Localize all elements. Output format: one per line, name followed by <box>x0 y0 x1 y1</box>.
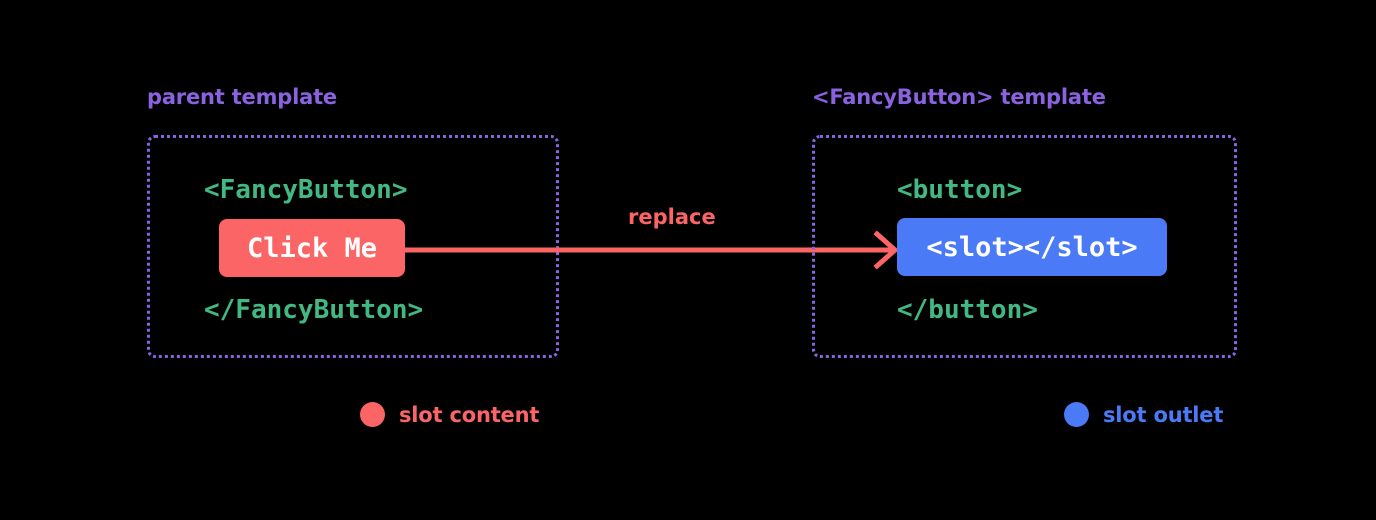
replace-arrow-label: replace <box>628 205 716 229</box>
legend-item-slot-outlet: slot outlet <box>1064 402 1223 427</box>
code-line-fancybutton-open: <FancyButton> <box>204 175 408 205</box>
legend-item-slot-content: slot content <box>360 402 539 427</box>
legend-label-slot-outlet: slot outlet <box>1103 402 1224 427</box>
code-line-button-open: <button> <box>897 175 1023 205</box>
code-line-button-close: </button> <box>897 295 1038 325</box>
slot-content-chip: Click Me <box>219 219 405 277</box>
legend-dot-slot-outlet-icon <box>1064 402 1089 427</box>
legend-label-slot-content: slot content <box>399 402 540 427</box>
code-line-fancybutton-close: </FancyButton> <box>204 295 424 325</box>
parent-template-label: parent template <box>147 85 337 109</box>
fancybutton-template-label: <FancyButton> template <box>812 85 1106 109</box>
fancybutton-template-panel <box>812 135 1237 358</box>
legend-dot-slot-content-icon <box>360 402 385 427</box>
slot-outlet-chip: <slot></slot> <box>897 218 1167 276</box>
parent-template-panel <box>147 135 559 358</box>
